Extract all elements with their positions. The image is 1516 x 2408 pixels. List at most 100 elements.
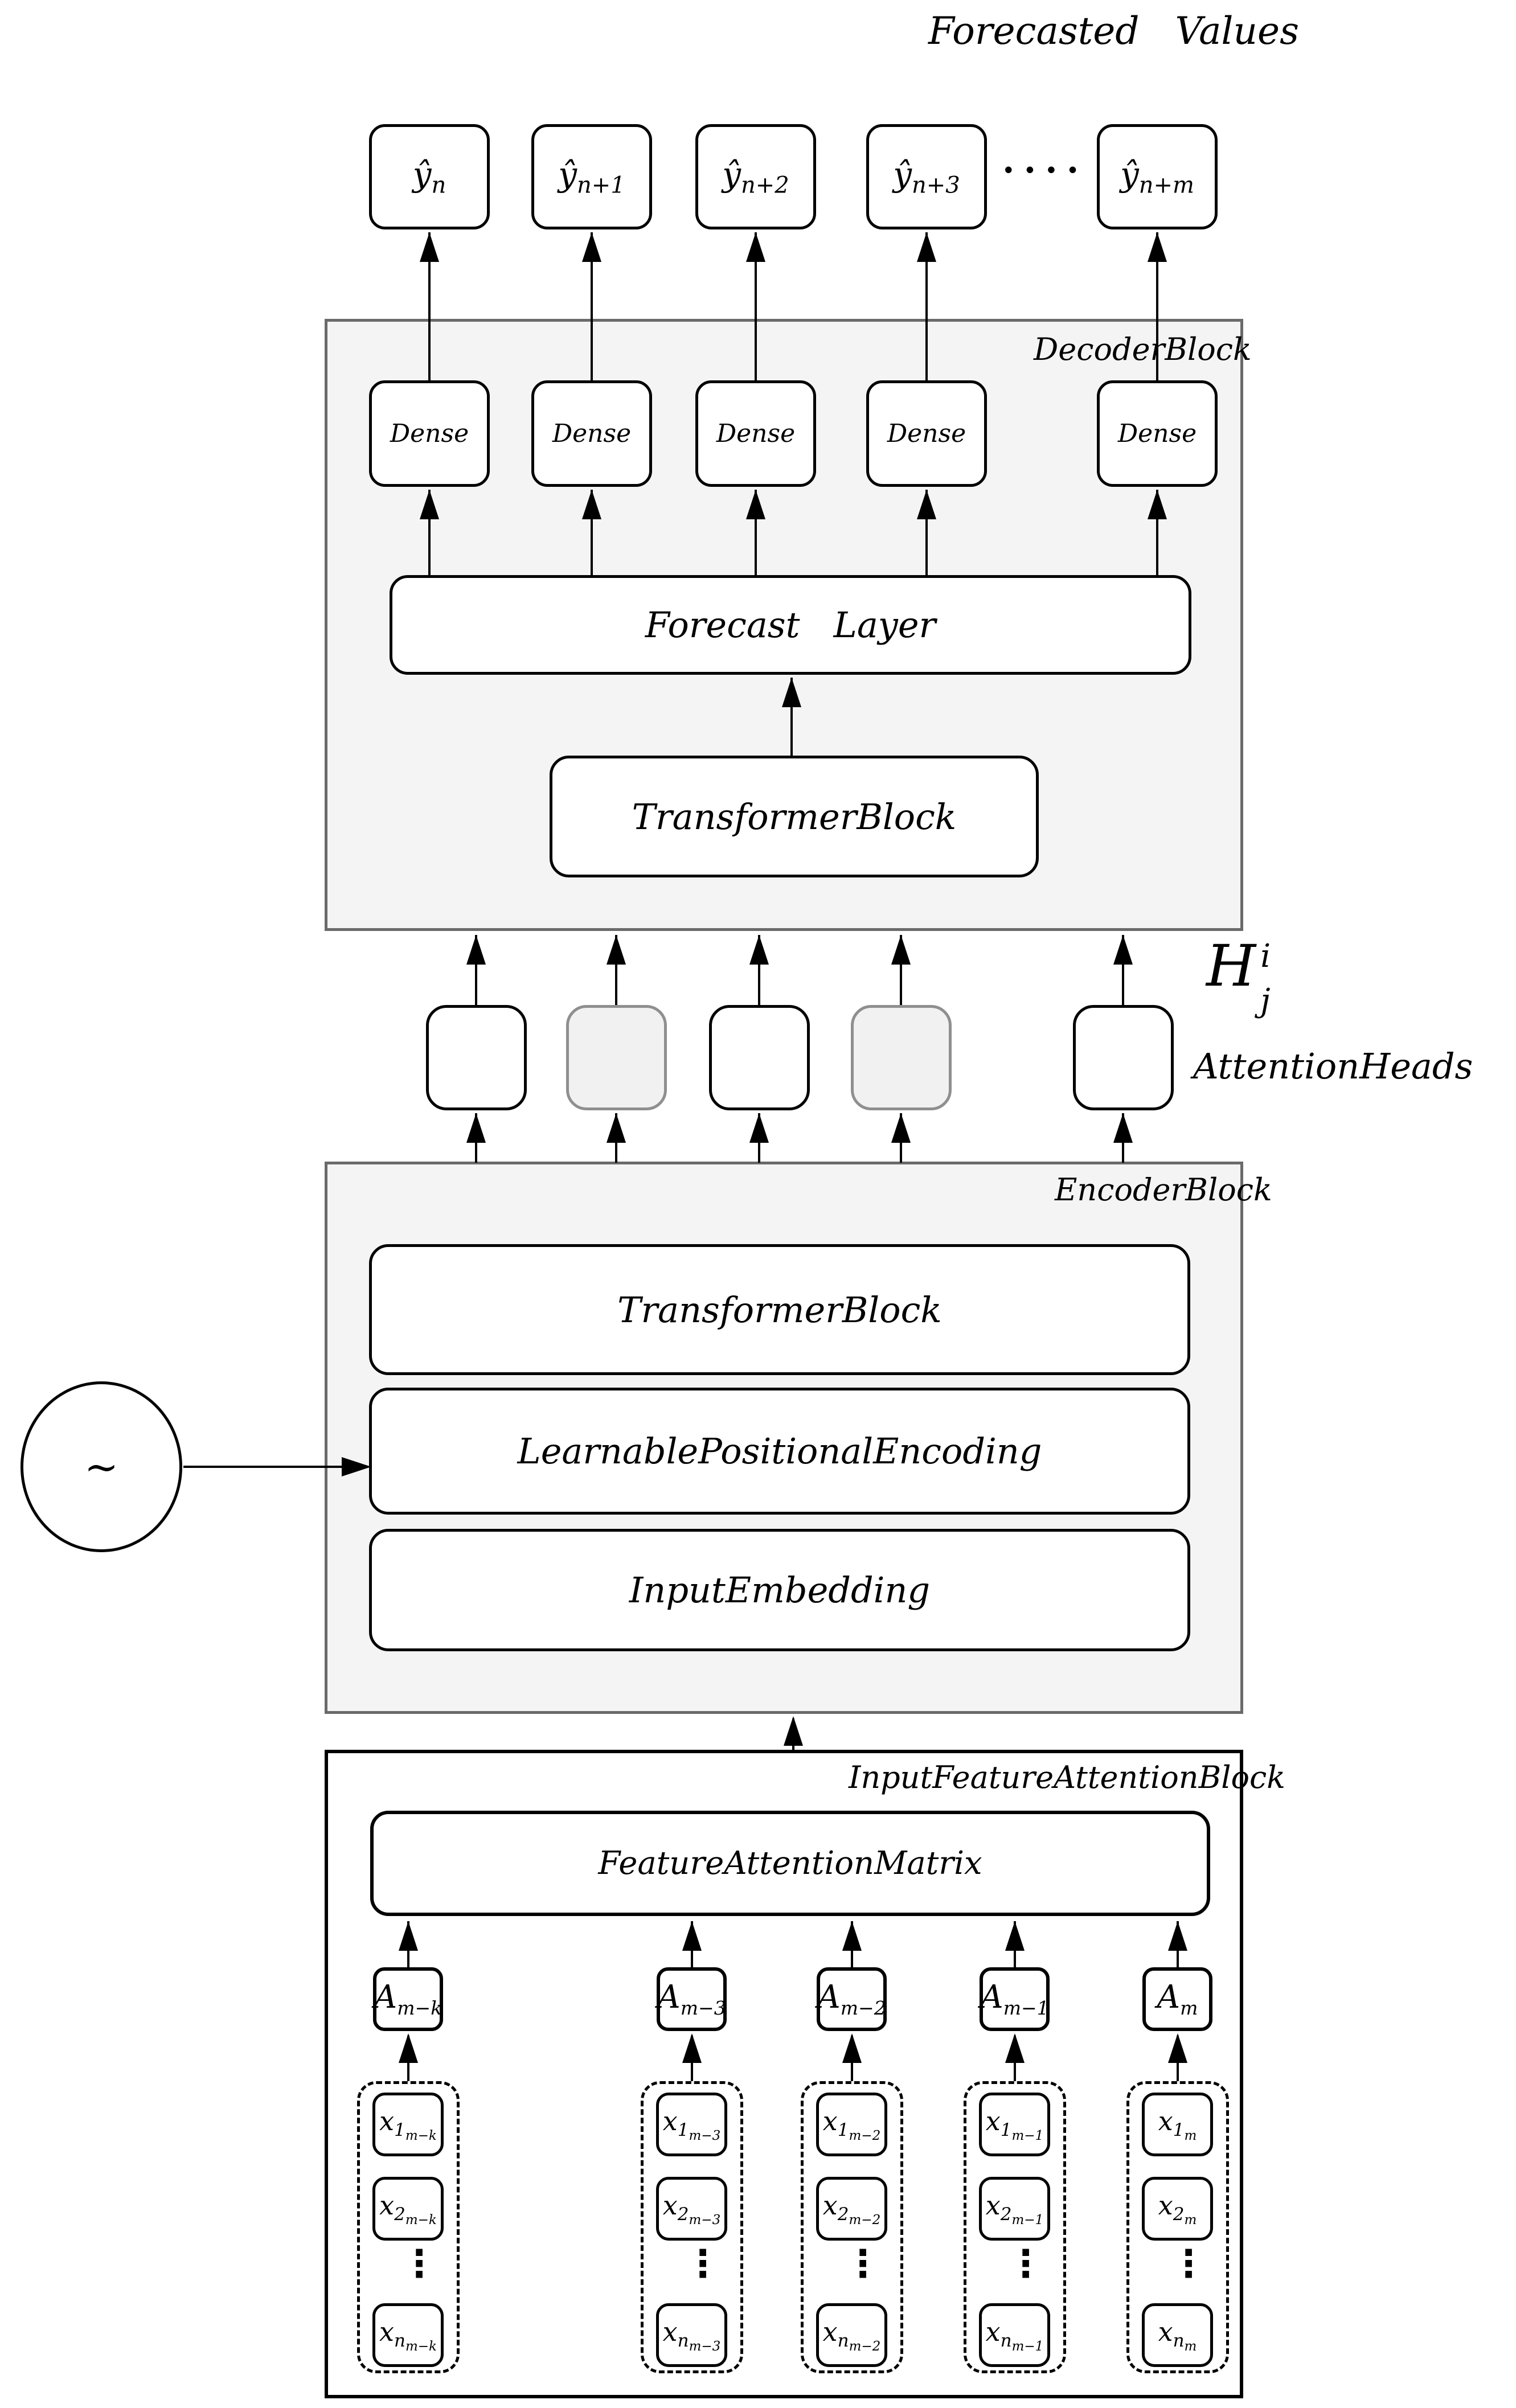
arrowhead-up — [607, 935, 626, 965]
arrow — [428, 490, 431, 576]
dense-box: Dense — [866, 380, 987, 487]
arrow — [925, 490, 928, 576]
arrowhead-up — [1005, 2033, 1025, 2063]
arrowhead-up — [784, 1716, 803, 1746]
positional-encoding-box: LearnablePositionalEncoding — [369, 1388, 1190, 1515]
output-box-yn1: ŷn+1 — [531, 124, 652, 229]
attention-head-box — [709, 1005, 810, 1110]
feature-box: xnm−2 — [816, 2303, 887, 2367]
feature-box: xnm−3 — [656, 2303, 727, 2367]
dense-label: Dense — [552, 419, 632, 448]
feature-box: x1m−1 — [979, 2093, 1050, 2156]
dense-box: Dense — [1097, 380, 1218, 487]
input-feature-attention-block-label: InputFeatureAttentionBlock — [849, 1759, 1285, 1795]
arrow — [1156, 232, 1158, 381]
arrowhead-up — [1005, 1921, 1025, 1951]
positional-encoding-label: LearnablePositionalEncoding — [517, 1430, 1042, 1472]
math-label: ŷn+1 — [558, 155, 625, 199]
arrowhead-up — [607, 1113, 626, 1143]
attention-vector-box: Am — [1142, 1967, 1212, 2031]
math-label: x1m−2 — [822, 2105, 881, 2144]
ellipsis-vertical: ⋮ — [1170, 2242, 1207, 2286]
arrowhead-up — [891, 1113, 911, 1143]
arrow — [1156, 490, 1158, 576]
dense-box: Dense — [531, 380, 652, 487]
ellipsis-vertical: ⋮ — [400, 2242, 438, 2286]
attention-vector-box: Am−2 — [817, 1967, 887, 2031]
diagram-title: Forecasted Values — [928, 9, 1299, 53]
dense-label: Dense — [716, 419, 796, 448]
decoder-transformer-block-box: TransformerBlock — [550, 756, 1039, 877]
arrowhead-up — [1148, 232, 1167, 262]
math-label: x1m−1 — [985, 2105, 1044, 2144]
tilde-symbol: ∼ — [84, 1443, 119, 1491]
arrowhead-up — [1168, 1921, 1187, 1951]
arrowhead-up — [420, 490, 439, 519]
arrowhead-up — [420, 232, 439, 262]
ellipsis-vertical: ⋮ — [1007, 2242, 1044, 2286]
attention-head-box — [1073, 1005, 1174, 1110]
math-label: ŷn+3 — [893, 155, 960, 199]
math-label: ŷn — [412, 155, 446, 199]
attention-vector-box: Am−k — [373, 1967, 443, 2031]
arrow — [790, 678, 793, 756]
arrowhead-up — [746, 490, 765, 519]
forecast-layer-label: Forecast Layer — [645, 604, 936, 646]
attention-head-box-alt — [851, 1005, 952, 1110]
feature-attention-matrix-box: FeatureAttentionMatrix — [370, 1811, 1210, 1916]
arrowhead-up — [1113, 935, 1133, 965]
feature-box: x1m−3 — [656, 2093, 727, 2156]
h-subscript: j — [1260, 982, 1271, 1019]
arrow — [615, 935, 617, 1005]
attention-heads-label: AttentionHeads — [1193, 1045, 1473, 1087]
feature-attention-matrix-label: FeatureAttentionMatrix — [598, 1845, 982, 1882]
ellipsis-vertical: ⋮ — [684, 2242, 722, 2286]
feature-box: x2m−2 — [816, 2177, 887, 2241]
arrowhead-up — [917, 490, 936, 519]
math-label: Am−1 — [980, 1979, 1049, 2020]
arrowhead-up — [399, 2033, 418, 2063]
attention-vector-box: Am−1 — [980, 1967, 1050, 2031]
arrowhead-up — [582, 232, 601, 262]
math-label: x2m — [1158, 2189, 1197, 2228]
h-base: H — [1206, 933, 1256, 999]
math-label: xnm — [1158, 2316, 1197, 2354]
math-label: x2m−3 — [662, 2189, 721, 2228]
arrowhead-up — [582, 490, 601, 519]
arrowhead-up — [466, 1113, 486, 1143]
arrow — [900, 935, 902, 1005]
arrowhead-up — [749, 935, 769, 965]
arrow — [591, 232, 593, 381]
transformer-block-label: TransformerBlock — [617, 1289, 942, 1331]
math-label: ŷn+m — [1120, 155, 1194, 199]
h-superscript: i — [1260, 938, 1271, 975]
attention-head-box — [426, 1005, 527, 1110]
arrow — [925, 232, 928, 381]
feature-box: xnm — [1142, 2303, 1213, 2367]
arrowhead-up — [399, 1921, 418, 1951]
output-box-yn3: ŷn+3 — [866, 124, 987, 229]
math-label: x1m−3 — [662, 2105, 721, 2144]
feature-box: xnm−k — [372, 2303, 444, 2367]
math-label: x2m−k — [379, 2189, 437, 2228]
arrow — [591, 490, 593, 576]
math-label: x1m — [1158, 2105, 1197, 2144]
input-embedding-box: InputEmbedding — [369, 1529, 1190, 1651]
decoder-block-label: DecoderBlock — [1034, 331, 1252, 367]
arrow — [428, 232, 431, 381]
arrowhead-up — [682, 1921, 702, 1951]
ellipsis-horizontal: ···· — [1002, 149, 1088, 191]
feature-box: x1m−2 — [816, 2093, 887, 2156]
input-embedding-label: InputEmbedding — [629, 1569, 931, 1611]
math-label: xnm−2 — [822, 2316, 881, 2354]
math-label: xnm−1 — [985, 2316, 1044, 2354]
attention-head-box-alt — [566, 1005, 667, 1110]
math-label: Am — [1157, 1979, 1198, 2020]
feature-box: xnm−1 — [979, 2303, 1050, 2367]
math-label: Am−k — [374, 1979, 442, 2020]
math-label: xnm−3 — [662, 2316, 721, 2354]
math-label: Am−3 — [657, 1979, 726, 2020]
arrowhead-up — [1113, 1113, 1133, 1143]
output-box-yn: ŷn — [369, 124, 490, 229]
